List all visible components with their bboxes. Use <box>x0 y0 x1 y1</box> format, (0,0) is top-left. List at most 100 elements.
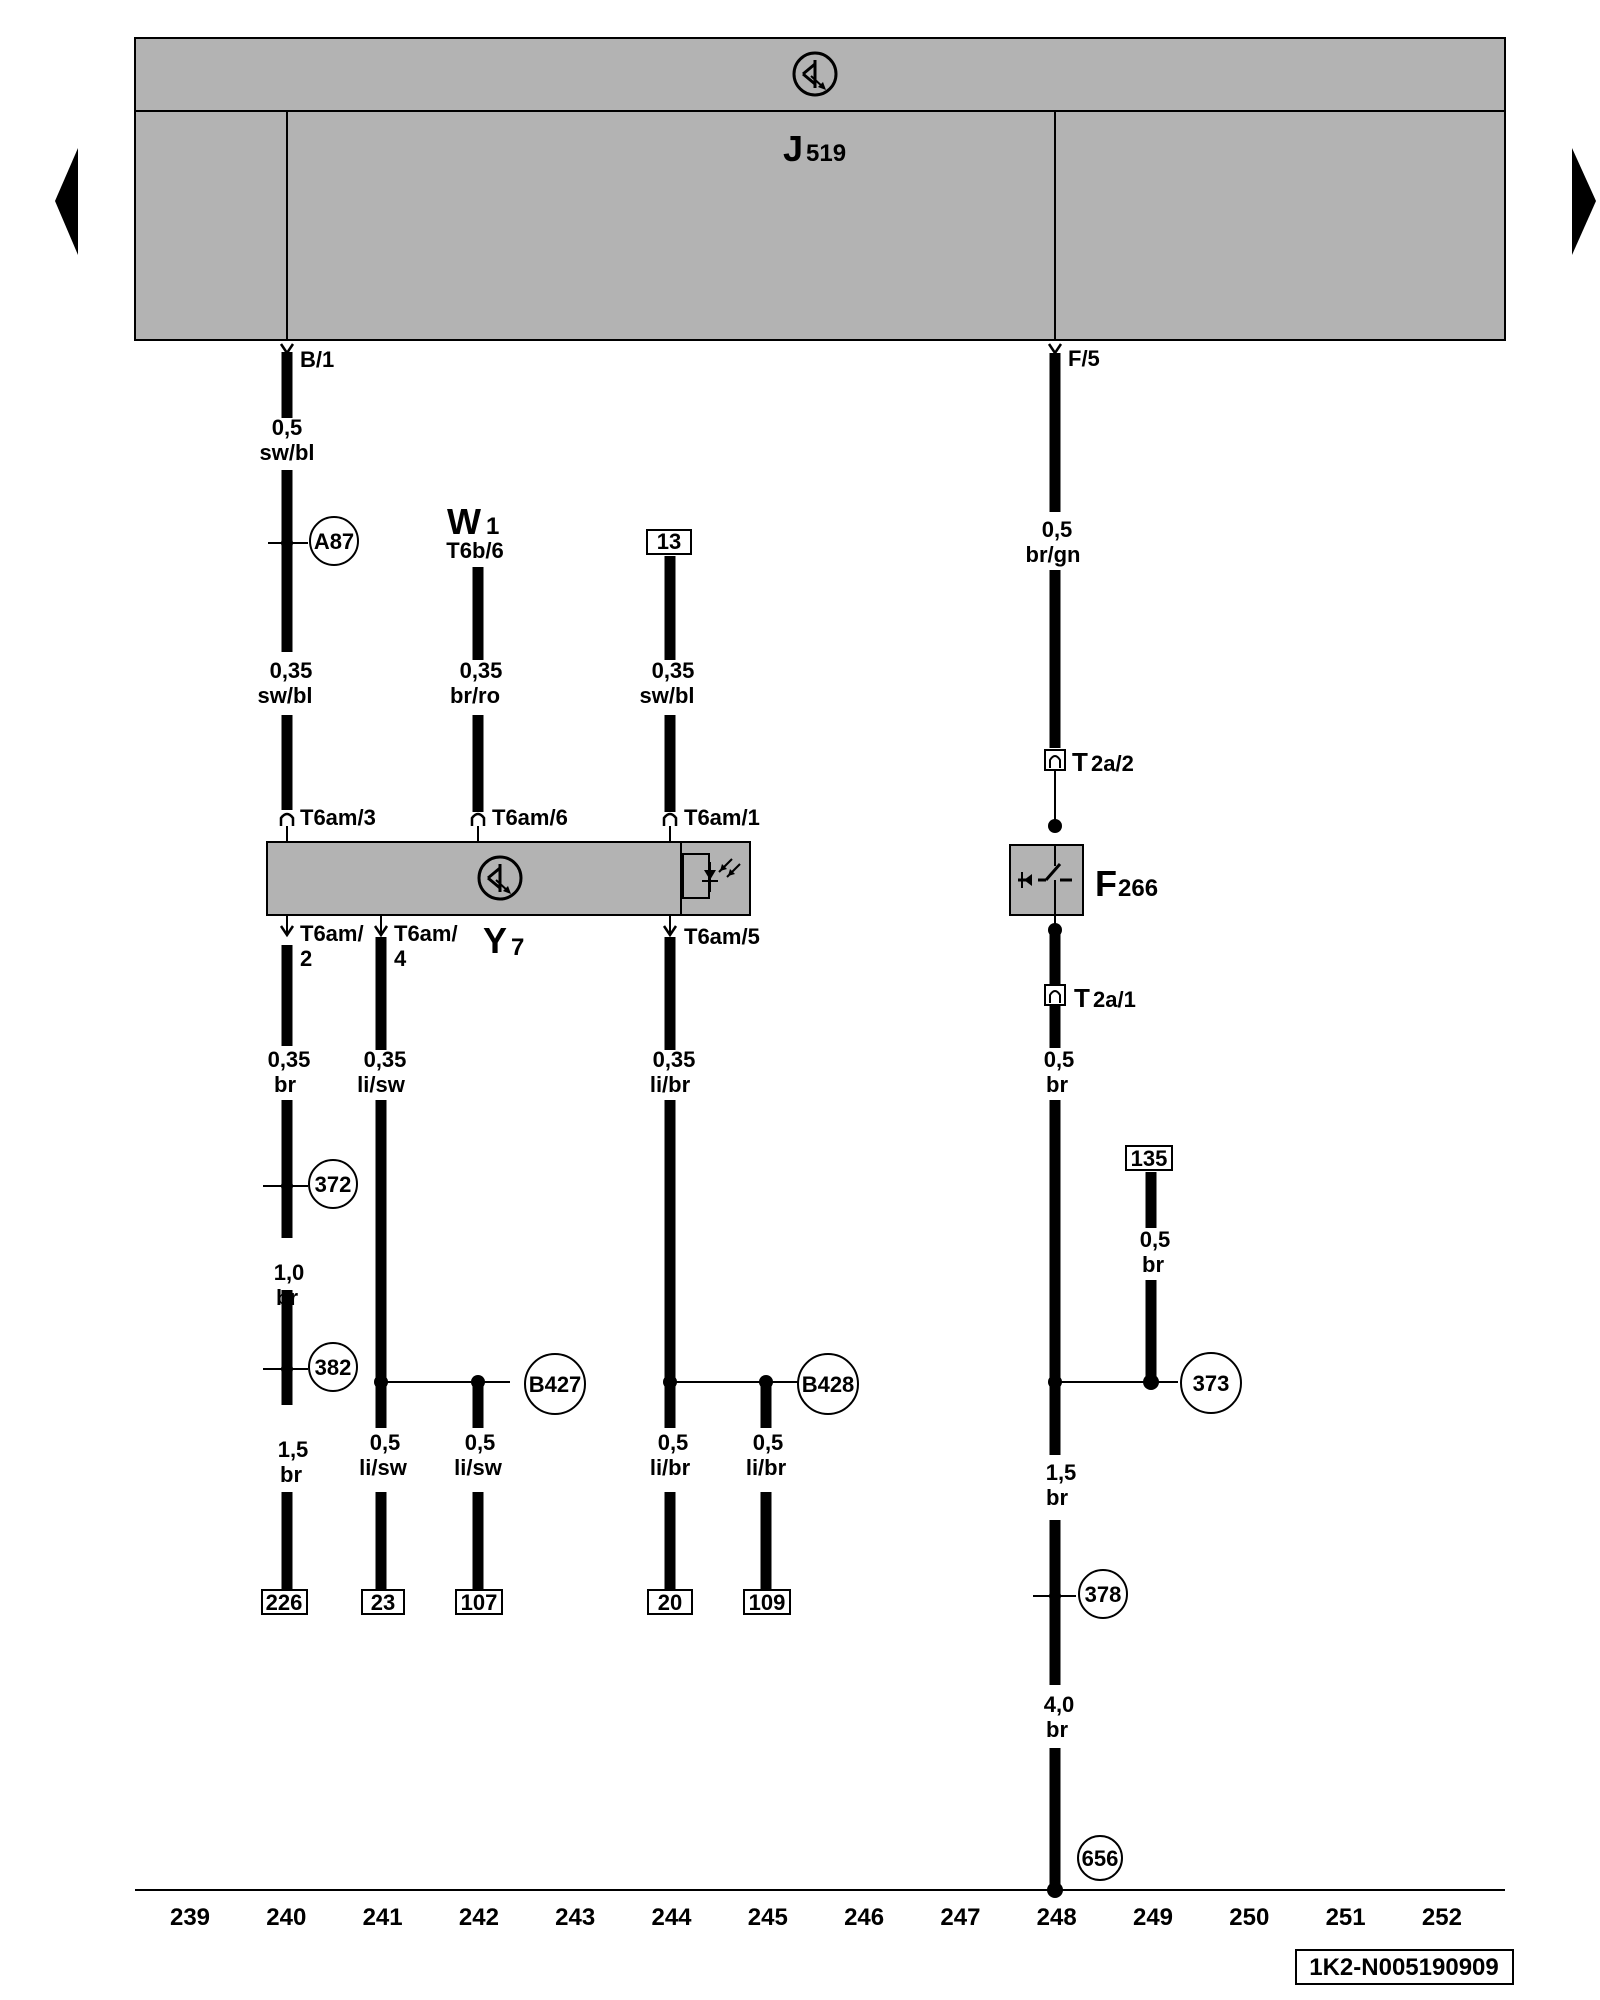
reference-id-label: 1K2-N005190909 <box>1309 1954 1498 1981</box>
wire-color: br/gn <box>1026 542 1081 567</box>
pin-t6am6: T6am/6 <box>492 805 568 830</box>
wire-size: 1,5 <box>1046 1460 1077 1485</box>
wire-size: 0,35 <box>364 1047 407 1072</box>
ref-box-label: 107 <box>461 1590 498 1615</box>
wire-size: 0,5 <box>370 1430 401 1455</box>
column-number: 248 <box>1037 1904 1077 1931</box>
ground-656: 656 <box>1077 1835 1123 1881</box>
column-number: 239 <box>170 1904 210 1931</box>
connector-t2a2 <box>1044 749 1066 771</box>
door-contact-switch-icon <box>1018 845 1072 915</box>
column-number: 245 <box>748 1904 788 1931</box>
splice-378: 378 <box>1033 1569 1128 1619</box>
wire-size: 0,5 <box>465 1430 496 1455</box>
switch-f266 <box>1009 844 1084 916</box>
connector-t2a1-sub: 2a/1 <box>1093 987 1136 1012</box>
ref-box-label: 226 <box>266 1590 303 1615</box>
left-arrow-icon[interactable] <box>55 148 78 255</box>
wire-color: br <box>1142 1252 1164 1277</box>
wire-size: 0,35 <box>270 658 313 683</box>
wire-color: li/sw <box>454 1455 503 1480</box>
wire-size: 0,5 <box>753 1430 784 1455</box>
y7-sub: 7 <box>511 934 524 961</box>
splice-label: 373 <box>1193 1371 1230 1396</box>
f266-sub: 266 <box>1118 875 1158 902</box>
ref-box-109: 109 <box>743 1589 791 1615</box>
wire-color: li/br <box>650 1072 691 1097</box>
w1-sub: 1 <box>486 513 499 540</box>
w1-label: W <box>447 501 481 542</box>
pin-t6am4-num: 4 <box>394 946 407 971</box>
ref-box-label: 109 <box>749 1590 786 1615</box>
splice-382: 382 <box>263 1342 358 1392</box>
column-number: 247 <box>940 1904 980 1931</box>
ref-box-label: 135 <box>1131 1146 1168 1171</box>
ref-box-135: 135 <box>1125 1145 1173 1171</box>
wire-size: 0,35 <box>268 1047 311 1072</box>
column-number: 242 <box>459 1904 499 1931</box>
column-number: 244 <box>651 1904 692 1931</box>
column-number: 249 <box>1133 1904 1173 1931</box>
module-y7 <box>266 841 751 916</box>
f266-label: F <box>1095 863 1117 904</box>
wire-color: br <box>276 1285 298 1310</box>
wire-color: sw/bl <box>257 683 312 708</box>
wire-size: 0,5 <box>658 1430 689 1455</box>
connector-t2a2-sub: 2a/2 <box>1091 751 1134 776</box>
wire-color: sw/bl <box>259 440 314 465</box>
connector-t2a1 <box>1044 984 1066 1006</box>
splice-label: 378 <box>1085 1582 1122 1607</box>
right-arrow-icon[interactable] <box>1572 148 1596 255</box>
wire-size: 4,0 <box>1044 1692 1075 1717</box>
wire-size: 0,5 <box>1044 1047 1075 1072</box>
control-unit-j519: J 519 <box>134 37 1506 341</box>
connector-t2a1-label: T <box>1074 983 1090 1013</box>
pin-t6am2-num: 2 <box>300 946 312 971</box>
ref-box-label: 20 <box>658 1590 682 1615</box>
ref-box-107: 107 <box>455 1589 503 1615</box>
pin-t6am2: T6am/ <box>300 921 364 946</box>
wire-color: br <box>274 1072 296 1097</box>
splice-label: A87 <box>314 529 354 554</box>
splice-373: 373 <box>1180 1352 1242 1414</box>
wire-color: br <box>1046 1717 1068 1742</box>
splice-a87: A87 <box>268 516 359 566</box>
wire-size: 1,5 <box>278 1437 309 1462</box>
wire-color: br <box>280 1462 302 1487</box>
ref-box-226: 226 <box>261 1589 308 1615</box>
splice-label: B427 <box>529 1372 582 1397</box>
wire-size: 0,5 <box>1042 517 1073 542</box>
wire-color: li/sw <box>357 1072 406 1097</box>
pin-f5: F/5 <box>1068 346 1100 371</box>
splice-372: 372 <box>263 1159 358 1209</box>
control-unit-icon <box>477 855 523 901</box>
pin-t6am5: T6am/5 <box>684 924 760 949</box>
splice-b428: B428 <box>797 1353 859 1415</box>
connector-t2a2-label: T <box>1072 747 1088 777</box>
splice-label: 382 <box>315 1355 352 1380</box>
wire-size: 0,35 <box>652 658 695 683</box>
photodiode-icon <box>682 853 741 899</box>
wire-color: li/sw <box>359 1455 408 1480</box>
wire-size: 0,35 <box>460 658 503 683</box>
wire-color: br <box>1046 1072 1068 1097</box>
control-unit-icon <box>792 51 838 97</box>
ref-box-label: 13 <box>657 529 681 554</box>
column-number: 250 <box>1229 1904 1269 1931</box>
column-number: 246 <box>844 1904 884 1931</box>
column-number: 241 <box>363 1904 403 1931</box>
pin-t6am4: T6am/ <box>394 921 458 946</box>
column-number: 252 <box>1422 1904 1462 1931</box>
ref-box-label: 23 <box>371 1590 395 1615</box>
column-number: 251 <box>1326 1904 1366 1931</box>
wire-size: 0,5 <box>1140 1227 1171 1252</box>
wire-size: 1,0 <box>274 1260 305 1285</box>
pin-t6am3: T6am/3 <box>300 805 376 830</box>
splice-label: 372 <box>315 1172 352 1197</box>
wire-size: 0,35 <box>653 1047 696 1072</box>
wire-color: li/br <box>650 1455 691 1480</box>
splice-b427: B427 <box>524 1353 586 1415</box>
ref-box-23: 23 <box>361 1589 405 1615</box>
